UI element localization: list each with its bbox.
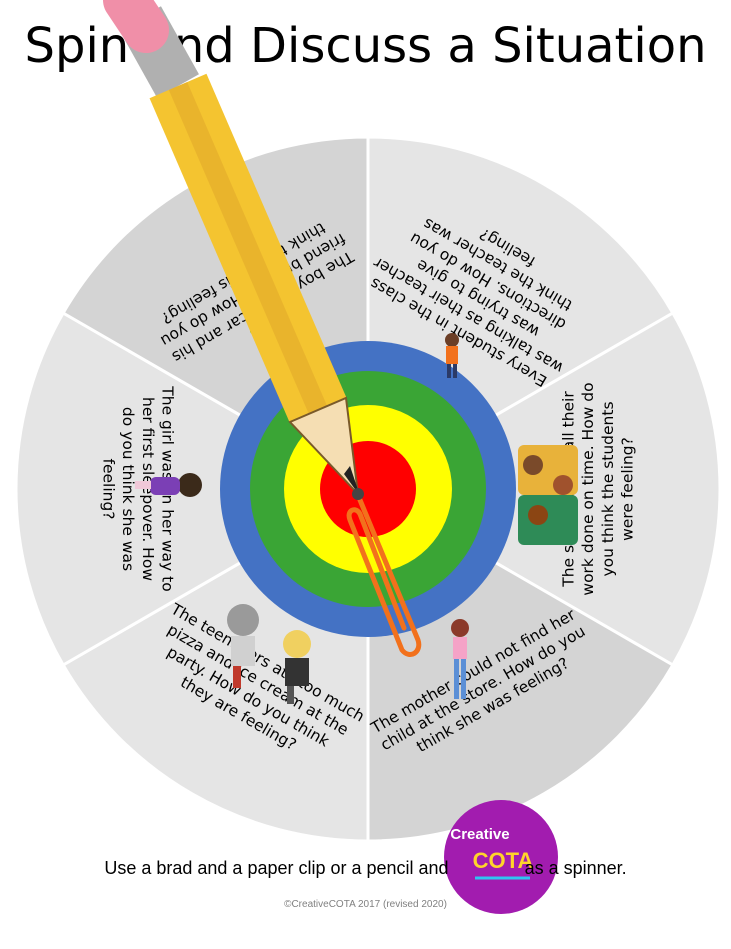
mother-clipart (451, 619, 469, 699)
logo-top-text: Creative (450, 826, 509, 843)
paperclip (346, 497, 422, 657)
instruction-text: Use a brad and a paper clip or a pencil … (0, 858, 731, 879)
creative-cota-logo: Creative COTA (444, 800, 558, 914)
teenagers-clipart (227, 604, 311, 704)
students-clipart (518, 445, 578, 545)
instruction-after: as a spinner. (524, 858, 627, 878)
situation-line: were feeling? (618, 437, 636, 541)
pencil (103, 0, 364, 500)
instruction-before: Use a brad and a paper clip or a pencil … (104, 858, 449, 878)
target-rings (220, 341, 516, 637)
situation-line: you think the students (599, 401, 617, 576)
situation-line: her first sleepover. How (139, 397, 157, 581)
girl-clipart (135, 473, 202, 497)
situation-line: work done on time. How do (579, 382, 597, 595)
situation-text: The girl was on her way toher first slee… (100, 385, 177, 591)
situation-line: do you think she was (119, 407, 137, 571)
logo-main-text: COTA (473, 848, 534, 873)
copyright-text: ©CreativeCOTA 2017 (revised 2020) (284, 899, 447, 910)
teacher-clipart (445, 333, 459, 378)
situation-line: feeling? (100, 458, 118, 519)
